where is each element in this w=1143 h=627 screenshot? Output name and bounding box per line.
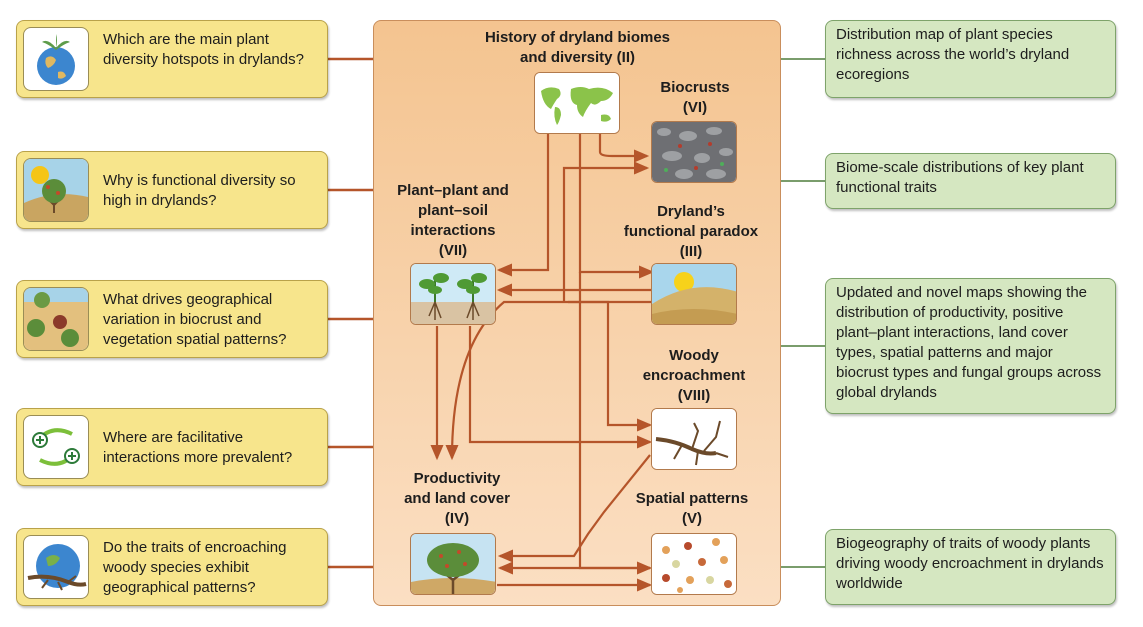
topic-productivity-label: Productivity and land cover (IV)	[404, 470, 510, 527]
globe-branch-icon	[23, 535, 89, 599]
topic-history-label: History of dryland biomes and diversity …	[484, 29, 671, 66]
productivity-tree-image	[410, 533, 496, 595]
output-box-trait-distributions: Biome-scale distributions of key plant f…	[825, 153, 1116, 209]
question-text: Which are the main plant diversity hotsp…	[103, 31, 304, 68]
woody-branch-image	[651, 408, 737, 470]
sun-shrub-icon	[23, 158, 89, 222]
vegetation-patches-icon	[23, 287, 89, 351]
functional-paradox-image	[651, 263, 737, 325]
output-box-richness-map: Distribution map of plant species richne…	[825, 20, 1116, 98]
globe-plant-icon	[23, 27, 89, 91]
topic-woody-label: Woody encroachment (VIII)	[642, 347, 746, 404]
question-box-hotspots: Which are the main plant diversity hotsp…	[16, 20, 328, 98]
question-text: Do the traits of encroaching woody speci…	[103, 539, 287, 596]
output-box-updated-maps: Updated and novel maps showing the distr…	[825, 278, 1116, 414]
question-box-facilitative: Where are facilitative interactions more…	[16, 408, 328, 486]
output-box-woody-biogeography: Biogeography of traits of woody plants d…	[825, 529, 1116, 605]
topic-paradox-label: Dryland’s functional paradox (III)	[623, 203, 759, 260]
question-text: Why is functional diversity so high in d…	[103, 172, 296, 209]
spatial-patterns-image	[651, 533, 737, 595]
topic-biocrusts-label: Biocrusts (VI)	[660, 79, 730, 116]
topic-interactions-label: Plant–plant and plant–soil interactions …	[397, 182, 509, 259]
question-text: Where are facilitative interactions more…	[103, 429, 293, 466]
facilitation-cycle-icon	[23, 415, 89, 479]
biocrust-image	[651, 121, 737, 183]
topic-spatial-label: Spatial patterns (V)	[635, 490, 749, 527]
world-map-image	[534, 72, 620, 134]
plant-interactions-image	[410, 263, 496, 325]
question-box-spatial-variation: What drives geographical variation in bi…	[16, 280, 328, 358]
question-text: What drives geographical variation in bi…	[103, 291, 287, 348]
question-box-woody-traits: Do the traits of encroaching woody speci…	[16, 528, 328, 606]
question-box-functional-diversity: Why is functional diversity so high in d…	[16, 151, 328, 229]
